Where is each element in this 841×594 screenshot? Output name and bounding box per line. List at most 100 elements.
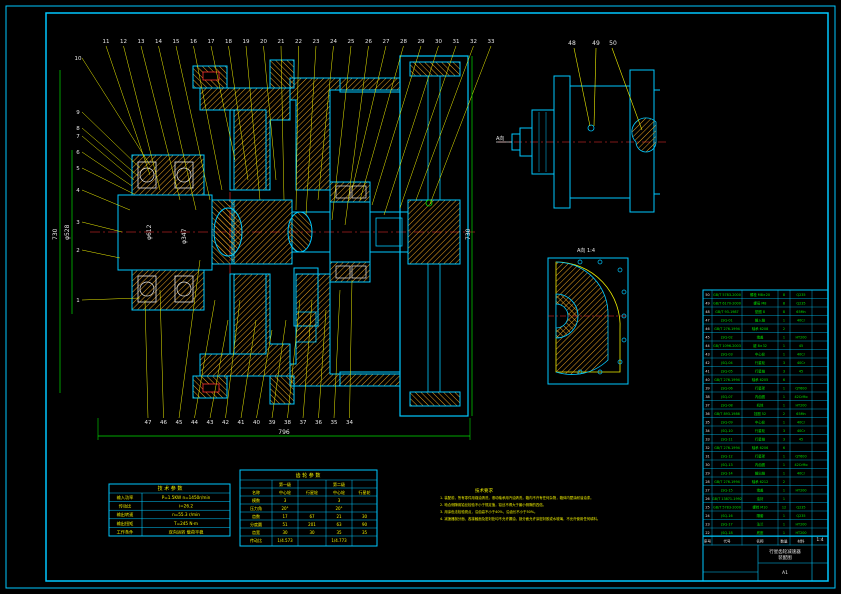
bom-cell: JSQ-18 bbox=[720, 531, 732, 535]
leader-line-top bbox=[331, 45, 352, 221]
leader-line-top bbox=[383, 45, 439, 216]
bottom-part-label: 41 bbox=[238, 420, 245, 426]
params-row-label: 输出转速 bbox=[117, 511, 135, 518]
leader-line-top bbox=[158, 45, 197, 211]
gear-table-cell: 21 bbox=[336, 514, 342, 519]
gear-table-cell: 17 bbox=[282, 514, 288, 519]
bottom-part-label: 35 bbox=[331, 420, 338, 426]
leader-line-top bbox=[280, 45, 285, 201]
top-part-label: 32 bbox=[470, 39, 477, 45]
bom-cell: JSQ-04 bbox=[720, 361, 732, 365]
bolt-hole bbox=[597, 369, 603, 375]
gear-table-cell: 模数 bbox=[252, 497, 260, 503]
bottom-part-label: 36 bbox=[315, 420, 322, 426]
bom-cell: 32 bbox=[705, 446, 709, 450]
leader-line-bottom bbox=[287, 299, 301, 419]
gear-table-cell: 齿数 bbox=[252, 513, 260, 519]
bom-cell: 31 bbox=[705, 454, 709, 458]
bottom-part-label: 38 bbox=[284, 420, 291, 426]
bom-cell: 螺母 M8 bbox=[754, 300, 767, 305]
bom-cell: 42 bbox=[705, 361, 709, 365]
note-line: 2. 啮合侧隙用铅丝检验不小于规定值，铅丝不得大于最小侧隙的四倍。 bbox=[440, 502, 546, 507]
bom-cell: JSQ-06 bbox=[720, 386, 732, 390]
bom-cell: 端盖 bbox=[757, 487, 764, 492]
left-part-label: 6 bbox=[76, 150, 80, 156]
bottom-part-label: 47 bbox=[145, 420, 152, 426]
bom-cell: 中心轮 bbox=[755, 419, 766, 424]
gear-table-cell: 第一级 bbox=[279, 481, 291, 487]
bom-cell: 油封 bbox=[757, 496, 764, 501]
top-part-label: 19 bbox=[243, 39, 250, 45]
bom-cell: 45 bbox=[799, 369, 803, 373]
bom-cell: GB/T 1096-2003 bbox=[713, 344, 741, 348]
bom-cell: 挡圈 52 bbox=[754, 411, 766, 416]
bolt-hole bbox=[621, 313, 627, 319]
bottom-part-label: 34 bbox=[346, 420, 353, 426]
bom-cell: HT200 bbox=[795, 522, 806, 526]
bom-header-cell: 数量 bbox=[780, 539, 788, 544]
leader-line-top bbox=[305, 45, 317, 216]
bom-cell: 行星轴 bbox=[755, 436, 766, 441]
title-block-sheet: A1 bbox=[782, 570, 788, 576]
bom-cell: HT200 bbox=[795, 488, 806, 492]
bom-cell: 2 bbox=[783, 412, 785, 416]
bom-cell: 6 bbox=[783, 378, 785, 382]
leader-line-top bbox=[429, 45, 492, 205]
bom-cell: 40Cr bbox=[797, 318, 806, 322]
leader-line-top bbox=[210, 45, 236, 161]
dim-left-height: 730 bbox=[52, 228, 59, 240]
bom-cell: 输入轴 bbox=[755, 317, 766, 322]
bom-cell: 内齿圈 bbox=[755, 462, 766, 467]
gear-table-cell: 201 bbox=[308, 522, 316, 527]
bom-cell: 29 bbox=[705, 471, 709, 475]
dim-right-height: 730 bbox=[465, 228, 472, 240]
bom-cell: JSQ-03 bbox=[720, 352, 732, 356]
bom-cell: GB/T 5783-2000 bbox=[713, 505, 741, 509]
top-part-label: 29 bbox=[418, 39, 425, 45]
bom-cell: 42CrMo bbox=[794, 395, 807, 399]
bom-cell: GB/T 6170-2000 bbox=[713, 301, 741, 305]
bom-cell: 28 bbox=[705, 480, 709, 484]
params-row-label: 输出扭矩 bbox=[117, 520, 134, 527]
leader-line-bottom bbox=[333, 289, 341, 419]
bom-cell: 36 bbox=[705, 412, 709, 416]
top-part-label: 28 bbox=[400, 39, 407, 45]
leader-line-top bbox=[123, 45, 161, 191]
bom-cell: 端盖 bbox=[757, 334, 764, 339]
gear-table-cell: 51 bbox=[282, 522, 288, 527]
leader-line-left bbox=[81, 57, 151, 166]
bom-cell: 6 bbox=[783, 446, 785, 450]
bom-cell: 垫圈 8 bbox=[755, 309, 765, 314]
top-part-label: 14 bbox=[155, 39, 162, 45]
gear-table-cell: 1/4.573 bbox=[277, 538, 293, 543]
leader-line-bottom bbox=[178, 259, 201, 419]
bom-cell: 行星架 bbox=[755, 385, 766, 390]
params-row-label: 工作条件 bbox=[117, 528, 134, 535]
gear-table-cell: 30 bbox=[309, 530, 315, 535]
gear-table-cell: 名称 bbox=[252, 489, 260, 495]
bom-cell: JSQ-12 bbox=[720, 454, 732, 458]
bom-cell: 1 bbox=[783, 318, 785, 322]
leader-line-left bbox=[81, 135, 135, 181]
bom-cell: 1 bbox=[783, 454, 785, 458]
bom-cell: 34 bbox=[705, 429, 709, 433]
main-section-view: φ612 φ347 bbox=[90, 55, 475, 417]
dim-d2: φ347 bbox=[181, 228, 188, 244]
bom-cell: 30 bbox=[705, 463, 709, 467]
params-row-value: n=55.3 r/min bbox=[172, 512, 200, 517]
params-table-title: 技 术 参 数 bbox=[158, 485, 183, 492]
bom-cell: 44 bbox=[705, 344, 709, 348]
bom-cell: 43 bbox=[705, 352, 709, 356]
leader-line-top bbox=[175, 45, 211, 201]
bom-cell: 47 bbox=[705, 318, 709, 322]
bom-cell: GB/T 893-1986 bbox=[714, 412, 740, 416]
gear-table-cell: 30 bbox=[362, 514, 368, 519]
top-part-label: 30 bbox=[435, 39, 442, 45]
bom-cell: 1 bbox=[783, 344, 785, 348]
left-part-label: 5 bbox=[76, 166, 80, 172]
leader-line-bottom bbox=[302, 299, 313, 419]
bom-cell: JSQ-01 bbox=[720, 318, 732, 322]
